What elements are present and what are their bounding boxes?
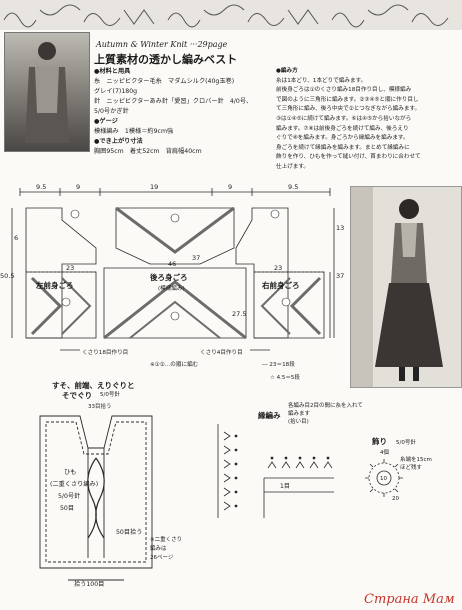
size-heading: ●でき上がり寸法 [94, 138, 143, 145]
needle-line-2: 5/0号かぎ針 [94, 108, 129, 115]
gauge-line: 模様編み 1模様＝約9cm強 [94, 128, 174, 135]
himo-length: 50目 [60, 505, 74, 512]
border-note-3: (拾い目) [288, 419, 309, 425]
yarn-line-2: グレイ(7)180g [94, 88, 138, 95]
instruction-line: 仕上げます。 [276, 163, 310, 170]
model-photo-large [350, 186, 462, 388]
ornament-diagram: 10 20 [365, 459, 403, 502]
model-silhouette [25, 42, 69, 143]
dim-50-5: 50.5 [0, 272, 14, 280]
back-label: 後ろ身ごろ [150, 272, 188, 282]
season-label: Autumn & Winter Knit ···29page [96, 40, 228, 49]
dim-top-4: 9 [228, 183, 232, 191]
gauge-heading: ●ゲージ [94, 118, 118, 125]
model-figure [351, 187, 461, 387]
back-sub-label: (模様編み) [158, 284, 185, 292]
decorative-top-border [0, 0, 462, 30]
instructions-heading: ●編み方 [276, 68, 298, 74]
border-stitch-chart: 1目 [217, 424, 334, 518]
instruction-line: 前後身ごろは①のくさり編み18目作り目し、模様編み [276, 87, 412, 94]
dim-27-5: 27.5 [232, 310, 246, 318]
border-note-1: 各編み目2目の間に糸を入れて [288, 403, 363, 409]
page-title: 上質素材の透かし編みベスト [94, 53, 238, 66]
vest-schematic: 9.5 9 19 9 9.5 23 46 23 37 50.5 37.5 27.… [0, 183, 345, 368]
border-note-2: 編みます [288, 411, 311, 417]
legend-23: ― 23＝18段 [262, 360, 295, 368]
chain-4-label: くさり4目作り目 [200, 348, 243, 356]
note-line-2: 編みは [150, 546, 167, 552]
instruction-line: て三角形に編み、後ろ中央で②とつなぎながら編みます。 [276, 106, 421, 113]
dim-46: 46 [168, 260, 176, 268]
instructions-block: ●編み方 糸は1本どり、1本どりで編みます。 前後身ごろは①のくさり編み18目作… [276, 67, 421, 173]
ornament-note: 糸端を15cm ほど残す [400, 456, 432, 472]
ornament-note-2: ほど残す [400, 465, 423, 471]
dim-23-left: 23 [66, 264, 74, 272]
dim-13: 13 [336, 224, 344, 232]
ornament-center: 10 [380, 476, 387, 482]
right-front-label: 右前身ごろ [261, 280, 300, 290]
dim-top-2: 9 [76, 183, 80, 191]
instruction-line: 糸は1本どり、1本どりで編みます。 [276, 77, 367, 84]
edging-heading-1: すそ、前端、えりぐりと [52, 381, 135, 390]
himo-label: ひも [64, 469, 76, 476]
ornament-count: 4個 [380, 450, 389, 456]
himo-hook: 5/0号針 [58, 492, 80, 500]
ornament-note-1: 糸端を15cm [400, 457, 432, 463]
neck-pickup-label: 33目拾う [88, 404, 112, 410]
dim-top-1: 9.5 [36, 183, 46, 191]
note-line-1: ※二重くさり [150, 537, 183, 543]
model-photo-small [4, 32, 90, 152]
edging-heading-2: そでぐり [62, 391, 93, 400]
chain-18-label: くさり18目作り目 [82, 348, 128, 356]
legend-star: ☆ 4.5＝5段 [270, 375, 300, 381]
instruction-line: ③は①④⑤に続けて編みます。⑥は④⑤から拾いながら [276, 115, 412, 122]
size-line: 胸囲95cm 着丈52cm 背肩幅40cm [94, 148, 202, 155]
order-note: ※①②…の順に編む [150, 360, 199, 368]
ornament-hook: 5/0号針 [396, 440, 416, 446]
dim-top-5: 9.5 [288, 183, 298, 191]
himo-sub-label: (二重くさり編み) [50, 480, 98, 488]
instruction-line: で図のように三角形に編みます。②③④⑤と順に作り目し [276, 96, 419, 103]
border-count: 1目 [280, 483, 290, 490]
instruction-line: ぐりで⑧を編みます。身ごろから縁編みを編みます。 [276, 135, 409, 142]
yarn-line-1: 糸 ニッピビクター毛糸 マダムシルク(40g玉巻) [94, 78, 235, 85]
dim-23-right: 23 [274, 264, 282, 272]
dim-37-5: 37.5 [336, 272, 345, 280]
border-label: 縁編み [258, 411, 281, 420]
dim-6: 6 [14, 234, 18, 242]
left-front-label: 左前身ごろ [35, 280, 74, 290]
bottom-pickup: 拾う100目 [74, 580, 104, 588]
edging-diagram: ひも (二重くさり編み) 5/0号針 50目 50目拾う 拾う100目 [39, 415, 153, 588]
instruction-line: 身ごろを続けて縁編みを編みます。まとめて縁編みに [276, 144, 410, 151]
instruction-line: 飾りを作り、ひもを作って縫い付け、首まわりに合わせて [276, 154, 421, 161]
watermark: Страна Мам [364, 592, 455, 607]
dim-37: 37 [192, 254, 200, 262]
note-line-3: 26ページ [150, 555, 174, 561]
edging-hook: 5/0号針 [100, 392, 120, 398]
ornament-bottom: 20 [392, 496, 399, 502]
ornament-label: 飾り [372, 437, 387, 446]
materials-block: ●材料と用具 糸 ニッピビクター毛糸 マダムシルク(40g玉巻) グレイ(7)1… [94, 67, 252, 157]
dim-top-3: 19 [150, 183, 158, 191]
instruction-line: 編みます。⑦⑧は前後身ごろを続けて編み、後ろえり [276, 125, 409, 132]
materials-heading: ●材料と用具 [94, 68, 131, 75]
border-note: 各編み目2目の間に糸を入れて 編みます (拾い目) [288, 402, 363, 426]
double-chain-note: ※二重くさり 編みは 26ページ [150, 536, 182, 563]
count-50: 50目拾う [116, 528, 142, 536]
needle-line-1: 針 ニッピビクターあみ針「愛習」クロバー針 4/0号、 [94, 98, 253, 105]
